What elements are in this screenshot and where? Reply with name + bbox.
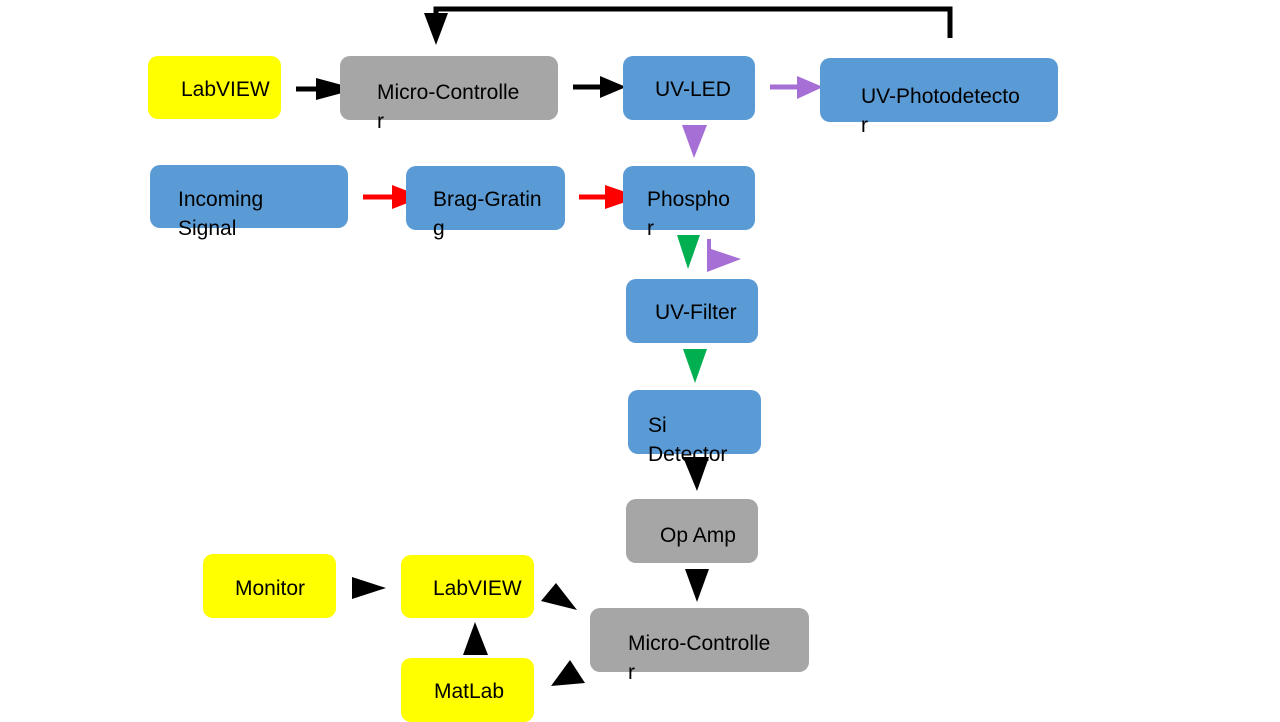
node-labview-top[interactable] [148, 56, 281, 119]
node-labview-bottom-label: LabVIEW [433, 577, 522, 600]
arrow-opamp-to-micro [685, 569, 709, 602]
node-labview-bottom[interactable] [401, 555, 534, 618]
node-uv-filter[interactable] [626, 279, 758, 343]
arrow-micro-to-labview [541, 583, 577, 610]
node-phosphor-label: Phospho r [647, 188, 730, 240]
arrow-si-to-opamp [683, 457, 709, 491]
node-monitor-label: Monitor [235, 577, 306, 600]
node-micro-controller-bottom[interactable] [590, 608, 809, 672]
node-uv-photodetector[interactable] [820, 58, 1058, 122]
node-uv-photodetector-label: UV-Photodetecto r [861, 85, 1020, 137]
node-si-detector-label: Si Detector [648, 414, 728, 466]
arrow-filter-to-si-green [683, 349, 707, 383]
node-matlab[interactable] [401, 658, 534, 722]
feedback-line [433, 6, 953, 38]
arrow-micro-to-matlab [551, 660, 585, 686]
node-micro-controller-bottom-label: Micro-Controlle r [628, 632, 771, 684]
node-incoming-signal-label: Incoming Signal [178, 188, 264, 240]
arrow-monitor-to-labview [352, 577, 386, 599]
node-brag-grating-label: Brag-Gratin g [433, 188, 542, 240]
arrow-matlab-to-labview [463, 622, 488, 655]
node-op-amp-label: Op Amp [660, 524, 736, 547]
arrow-phosphor-reflected-uv [707, 239, 741, 272]
node-monitor[interactable] [203, 554, 336, 618]
arrow-micro-to-uvled-head [600, 76, 626, 98]
node-matlab-label: MatLab [434, 680, 505, 703]
arrow-brag-to-phosphor-head [605, 185, 640, 209]
node-si-detector[interactable] [628, 390, 761, 454]
node-op-amp[interactable] [626, 499, 758, 563]
node-uv-led-label: UV-LED [655, 78, 731, 101]
arrow-uvled-to-phosphor-head [682, 125, 707, 158]
node-micro-controller-top[interactable] [340, 56, 558, 120]
node-brag-grating[interactable] [406, 166, 565, 230]
feedback-arrowhead [424, 13, 448, 45]
node-phosphor[interactable] [623, 166, 755, 230]
node-uv-filter-label: UV-Filter [655, 301, 737, 324]
node-micro-controller-top-label: Micro-Controlle r [377, 81, 520, 133]
arrow-phosphor-to-filter-green [677, 235, 700, 269]
node-incoming-signal[interactable] [150, 165, 348, 228]
node-labview-top-label: LabVIEW [181, 78, 270, 101]
node-uv-led[interactable] [623, 56, 755, 120]
arrow-uvled-to-photodetector-head [797, 76, 823, 99]
arrow-labview-to-micro-head [316, 78, 357, 100]
